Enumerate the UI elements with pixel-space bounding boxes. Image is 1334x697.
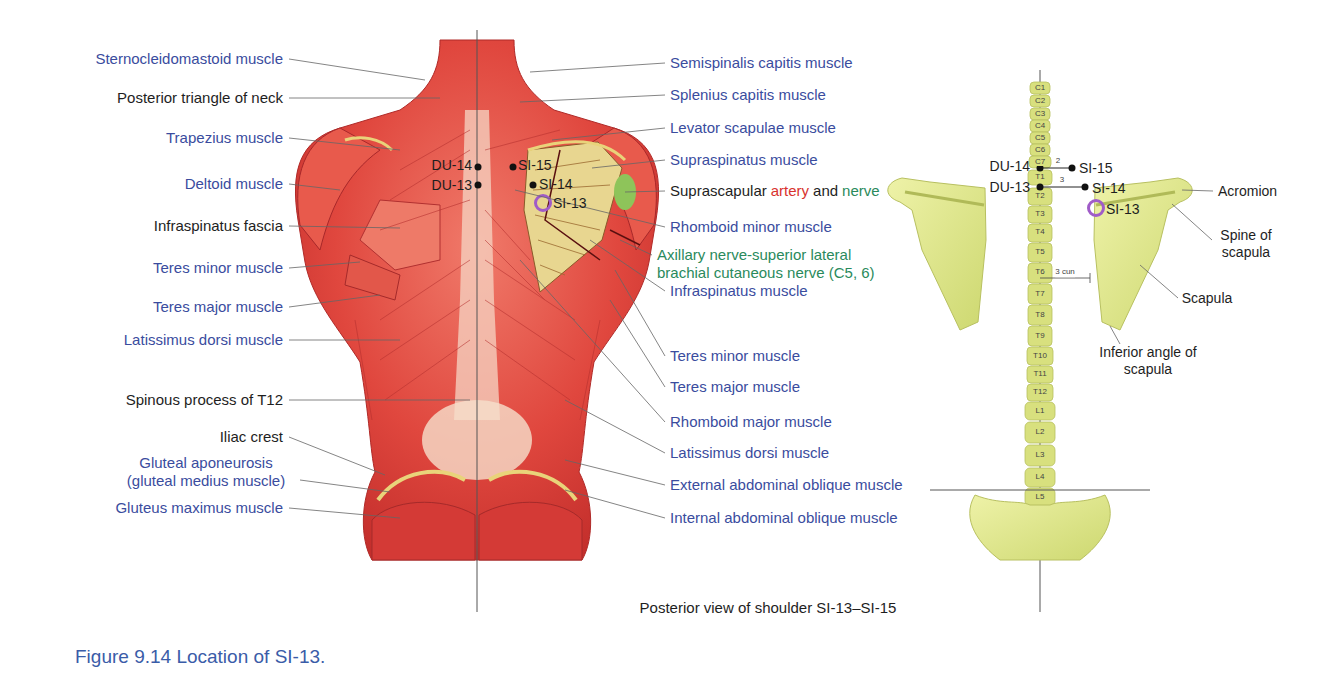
muscle-label: Deltoid muscle: [185, 175, 283, 193]
vertebra-label: T2: [1034, 192, 1045, 200]
vessel-nerve-label: Suprascapulararteryandnerve: [670, 182, 884, 200]
acupoint-label: SI-14: [1092, 180, 1125, 197]
acupoint-label: SI-13: [1106, 201, 1139, 218]
bone-label: Acromion: [1218, 183, 1277, 200]
bone-label: Spinous process of T12: [126, 391, 283, 409]
bone-label: Inferior angle of scapula: [1093, 344, 1203, 378]
vertebra-label: L3: [1035, 451, 1046, 459]
vertebra-label: C6: [1034, 146, 1046, 154]
vessel-label: Suprascapular: [670, 182, 767, 199]
vertebra-label: T8: [1034, 311, 1045, 319]
measure-number: 3: [1060, 175, 1064, 185]
muscle-label: Teres major muscle: [670, 378, 800, 396]
muscle-label: Internal abdominal oblique muscle: [670, 509, 898, 527]
artery-label: artery: [771, 182, 809, 199]
acupoint-label: SI-15: [518, 157, 551, 174]
muscle-label: Rhomboid major muscle: [670, 413, 832, 431]
vertebra-label: L4: [1035, 473, 1046, 481]
muscle-label: Splenius capitis muscle: [670, 86, 826, 104]
vertebra-label: T7: [1034, 290, 1045, 298]
acupoint-label: DU-13: [990, 179, 1030, 196]
vertebra-label: C5: [1034, 134, 1046, 142]
vertebra-label: L2: [1035, 428, 1046, 436]
muscle-label: Latissimus dorsi muscle: [670, 444, 829, 462]
bone-label: Spine of scapula: [1211, 227, 1281, 261]
muscle-label: Teres minor muscle: [153, 259, 283, 277]
acupoint-label: SI-15: [1079, 160, 1112, 177]
muscle-label: Gluteus maximus muscle: [115, 499, 283, 517]
vertebra-label: C2: [1034, 97, 1046, 105]
acupoint-label: SI-14: [539, 176, 572, 193]
vertebra-label: C4: [1034, 122, 1046, 130]
vertebra-label: T9: [1034, 332, 1045, 340]
view-title: Posterior view of shoulder SI-13–SI-15: [640, 599, 897, 617]
acupoint-label: DU-14: [990, 158, 1030, 175]
muscle-label: Teres major muscle: [153, 298, 283, 316]
muscle-label: Semispinalis capitis muscle: [670, 54, 853, 72]
measure-number: 2: [1056, 156, 1060, 166]
bone-label: Scapula: [1182, 290, 1233, 307]
vertebra-label: T4: [1034, 228, 1045, 236]
nerve-label: Axillary nerve-superior lateral brachial…: [657, 246, 902, 282]
vertebra-label: C7: [1034, 158, 1046, 166]
vertebra-label: C1: [1034, 84, 1046, 92]
muscle-label: Latissimus dorsi muscle: [124, 331, 283, 349]
muscle-label: Teres minor muscle: [670, 347, 800, 365]
vertebra-label: L5: [1035, 493, 1046, 501]
vertebra-label: T5: [1034, 248, 1045, 256]
vertebra-label: T12: [1032, 388, 1048, 396]
muscle-label: External abdominal oblique muscle: [670, 476, 903, 494]
region-label: Posterior triangle of neck: [117, 89, 283, 107]
muscle-label: Sternocleidomastoid muscle: [95, 50, 283, 68]
vertebra-label: T3: [1034, 210, 1045, 218]
measure-label: 3 cun: [1055, 267, 1075, 277]
vertebra-label: T11: [1032, 370, 1047, 378]
nerve-label: nerve: [842, 182, 880, 199]
vertebra-label: T10: [1032, 352, 1048, 360]
muscle-label: Trapezius muscle: [166, 129, 283, 147]
acupoint-label: DU-14: [432, 157, 472, 174]
muscle-label: Infraspinatus muscle: [670, 282, 808, 300]
vertebra-label: T6: [1034, 268, 1045, 276]
vertebra-label: T1: [1034, 173, 1045, 181]
acupoint-label: DU-13: [432, 177, 472, 194]
muscle-label: Rhomboid minor muscle: [670, 218, 832, 236]
fascia-label: Infraspinatus fascia: [154, 217, 283, 235]
muscle-label: Levator scapulae muscle: [670, 119, 836, 137]
vessel-label: and: [813, 182, 838, 199]
bone-label: Iliac crest: [220, 428, 283, 446]
acupoint-label: SI-13: [553, 195, 586, 212]
muscle-label: Supraspinatus muscle: [670, 151, 818, 169]
muscle-label: Gluteal aponeurosis (gluteal medius musc…: [116, 454, 296, 490]
figure-caption: Figure 9.14 Location of SI-13.: [75, 646, 325, 669]
vertebra-label: C3: [1034, 110, 1046, 118]
vertebra-label: L1: [1035, 407, 1046, 415]
